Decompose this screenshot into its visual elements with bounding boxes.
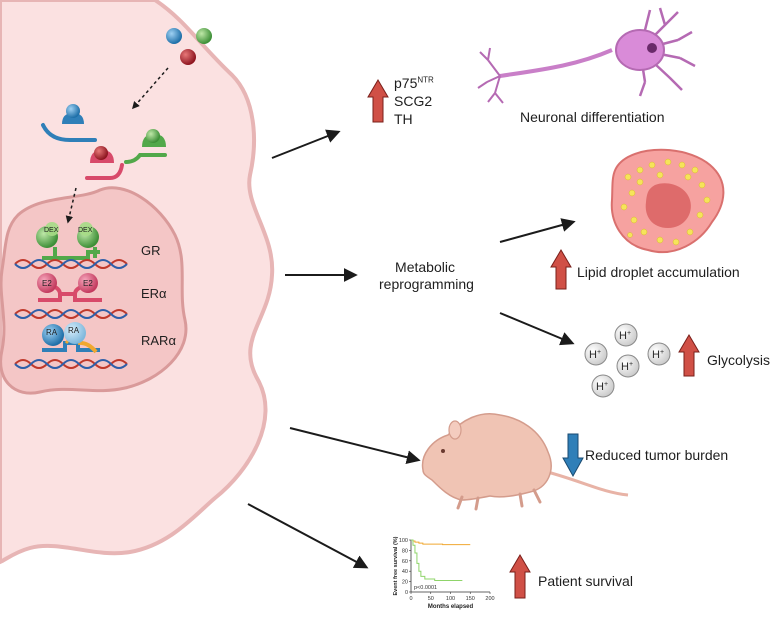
ra-label-right: RA — [68, 326, 80, 335]
ligand-red-icon — [180, 49, 196, 65]
up-arrow-lipid-icon — [550, 249, 572, 290]
ligand-green-icon — [196, 28, 212, 44]
down-arrow-tumor-icon — [562, 433, 584, 478]
receptor-green-icon — [124, 129, 167, 164]
label-metabolic: Metabolic — [395, 259, 455, 275]
km-y-tick-label: 80 — [402, 548, 408, 554]
label-neuronal-differentiation: Neuronal differentiation — [520, 109, 665, 125]
label-gr: GR — [141, 243, 161, 258]
label-lipid-droplet: Lipid droplet accumulation — [577, 264, 740, 280]
arrow-to-glycolysis — [499, 312, 575, 346]
receptor-blue-icon — [41, 104, 97, 142]
km-y-tick-label: 40 — [402, 569, 408, 575]
km-ylabel: Event free survival (%) — [393, 536, 399, 595]
ligand-blue-icon — [166, 28, 182, 44]
up-arrow-genes-icon — [367, 79, 389, 123]
km-x-tick-label: 0 — [409, 596, 412, 602]
entry-arrow — [132, 67, 169, 110]
arrow-to-lipid — [499, 218, 576, 243]
arrow-to-survival — [247, 503, 369, 569]
proton-label: H+ — [621, 361, 633, 373]
arrow-to-genes — [271, 129, 341, 159]
km-series-line — [411, 539, 463, 582]
up-arrow-glycolysis-icon — [678, 334, 700, 377]
gr-dimer-icon — [36, 222, 100, 260]
km-y-tick-label: 100 — [399, 538, 408, 544]
proton-label: H+ — [589, 349, 601, 361]
km-x-tick-label: 100 — [446, 596, 455, 602]
label-er: ERα — [141, 286, 167, 301]
km-xlabel: Months elapsed — [428, 604, 474, 610]
label-rar: RARα — [141, 333, 176, 348]
dna-strand-rar — [14, 359, 128, 369]
gene-scg2: SCG2 — [394, 93, 433, 109]
neuron-icon — [477, 7, 696, 104]
km-pvalue: p<0.0001 — [414, 585, 437, 591]
receptor-red-icon — [85, 146, 124, 180]
e2-label-right: E2 — [83, 279, 93, 288]
lipid-cell-icon — [610, 148, 725, 254]
proton-label: H+ — [596, 381, 608, 393]
km-x-tick-label: 150 — [466, 596, 475, 602]
km-x-tick-label: 50 — [428, 596, 434, 602]
proton-icon — [584, 323, 671, 398]
label-glycolysis: Glycolysis — [707, 352, 771, 368]
ra-label-left: RA — [46, 328, 58, 337]
up-arrow-survival-icon — [509, 554, 531, 599]
proton-label: H+ — [652, 349, 664, 361]
km-y-tick-label: 0 — [405, 590, 408, 596]
gene-th: TH — [394, 111, 413, 127]
rar-dimer-icon — [42, 322, 100, 354]
er-dimer-icon — [37, 273, 102, 302]
km-y-tick-label: 20 — [402, 580, 408, 586]
dex-label-left: DEX — [44, 227, 59, 234]
proton-label: H+ — [619, 330, 631, 342]
label-reduced-tumor: Reduced tumor burden — [585, 447, 729, 463]
label-patient-survival: Patient survival — [538, 573, 633, 589]
km-series-line — [411, 539, 471, 546]
dna-strand-er — [14, 309, 128, 319]
e2-label-left: E2 — [42, 279, 52, 288]
dna-strand-gr — [14, 259, 128, 269]
mouse-icon — [421, 413, 629, 511]
km-y-tick-label: 60 — [402, 559, 408, 565]
arrow-to-tumor — [289, 427, 421, 465]
dex-label-right: DEX — [78, 227, 93, 234]
km-x-tick-label: 200 — [485, 596, 494, 602]
label-reprogramming: reprogramming — [379, 276, 474, 292]
gene-p75: p75NTR — [394, 75, 434, 91]
